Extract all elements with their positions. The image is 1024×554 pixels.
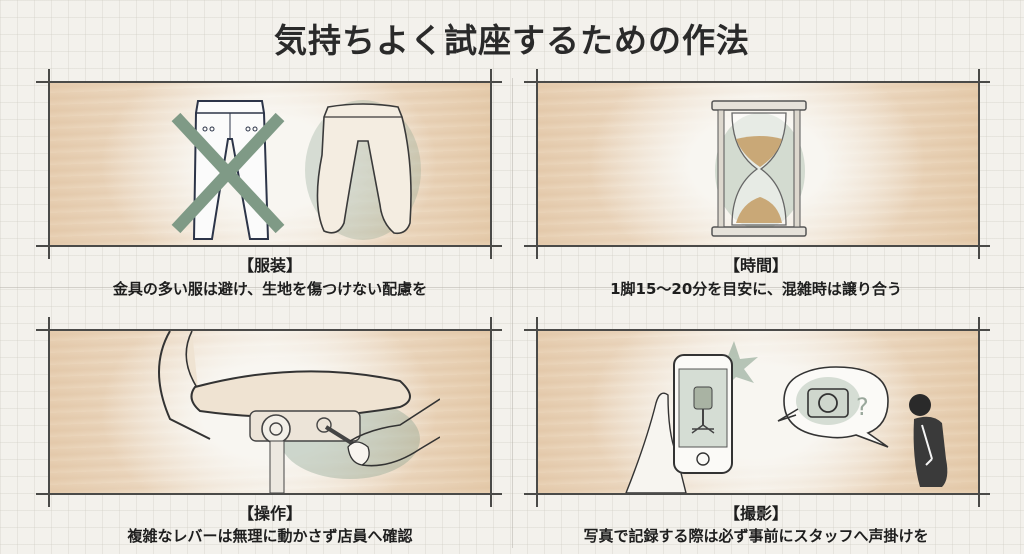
hourglass-icon bbox=[711, 100, 807, 237]
frame-line-right bbox=[490, 317, 492, 507]
svg-text:?: ? bbox=[856, 393, 869, 421]
frame-line-left bbox=[536, 317, 538, 507]
frame-line-left bbox=[48, 69, 50, 259]
frame-line-top bbox=[36, 81, 502, 83]
panel-description: 複雑なレバーは無理に動かさず店員へ確認 bbox=[127, 527, 413, 545]
frame-line-bottom bbox=[524, 493, 990, 495]
panel-operation: 【操作】 複雑なレバーは無理に動かさず店員へ確認 bbox=[36, 317, 502, 554]
frame-line-left bbox=[536, 69, 538, 259]
panel-heading: 【服装】 bbox=[237, 256, 302, 275]
smartphone-chair-icon bbox=[625, 341, 758, 493]
panel-heading: 【撮影】 bbox=[723, 504, 788, 523]
frame-line-right bbox=[978, 317, 980, 507]
frame-line-top bbox=[524, 81, 990, 83]
frame-line-right bbox=[490, 69, 492, 259]
jeans-crossed-out-icon bbox=[171, 100, 285, 240]
camera-question-bubble-icon: ? bbox=[777, 366, 889, 448]
frame-line-top bbox=[524, 329, 990, 331]
grid-divider-horizontal bbox=[0, 287, 1024, 288]
frame-line-bottom bbox=[524, 245, 990, 247]
frame-line-left bbox=[48, 317, 50, 507]
panel-description: 金具の多い服は避け、生地を傷つけない配慮を bbox=[112, 280, 428, 298]
chair-lever-hand-icon bbox=[158, 330, 440, 493]
frame-line-bottom bbox=[36, 493, 502, 495]
frame-line-bottom bbox=[36, 245, 502, 247]
panel-image-frame bbox=[536, 329, 978, 495]
page-title: 気持ちよく試座するための作法 bbox=[274, 21, 750, 60]
panel-heading: 【操作】 bbox=[237, 504, 302, 523]
panel-heading: 【時間】 bbox=[723, 256, 788, 275]
panel-time: 【時間】 1脚15〜20分を目安に、混雑時は譲り合う bbox=[524, 69, 990, 321]
grid-divider-vertical bbox=[512, 78, 513, 548]
bowing-staff-icon bbox=[909, 394, 948, 487]
panel-description: 写真で記録する際は必ず事前にスタッフへ声掛けを bbox=[583, 527, 929, 545]
soft-pants-icon bbox=[305, 100, 421, 240]
panel-description: 1脚15〜20分を目安に、混雑時は譲り合う bbox=[610, 280, 902, 298]
frame-line-top bbox=[36, 329, 502, 331]
panel-clothing: 【服装】 金具の多い服は避け、生地を傷つけない配慮を bbox=[36, 69, 502, 321]
panel-photo: ? 【撮影】 写真で記録する際は必ず事前にスタッフへ声掛けを bbox=[524, 317, 990, 554]
frame-line-right bbox=[978, 69, 980, 259]
